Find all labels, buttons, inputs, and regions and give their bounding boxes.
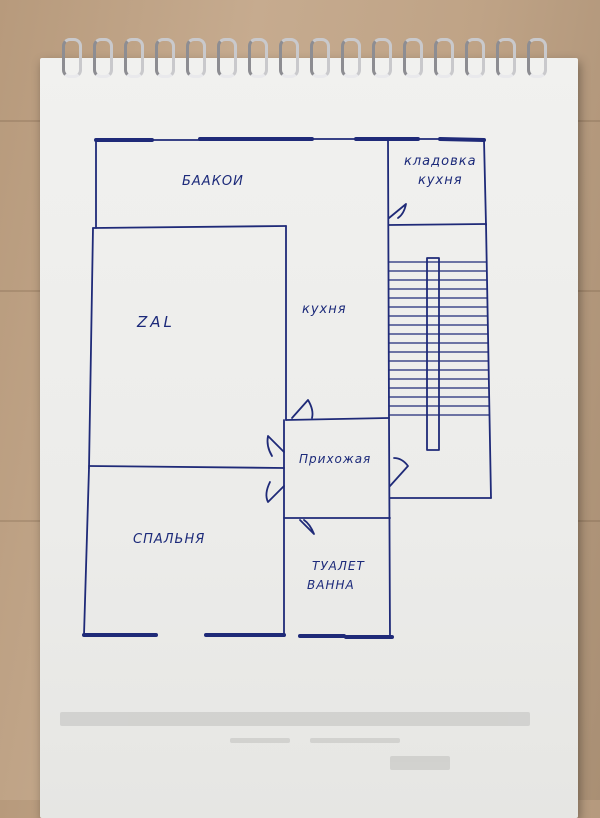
floor-plan-drawing xyxy=(82,137,492,639)
spiral-ring xyxy=(403,38,423,78)
spiral-ring xyxy=(62,38,82,78)
room-label-kitchen: кухня xyxy=(302,302,347,317)
spiral-ring xyxy=(496,38,516,78)
room-label-toilet-line1: ТУАЛЕТ xyxy=(312,559,365,573)
room-label-pantry-line2: кухня xyxy=(418,173,463,188)
spiral-ring xyxy=(217,38,237,78)
spiral-ring xyxy=(372,38,392,78)
spiral-ring xyxy=(93,38,113,78)
spiral-ring xyxy=(279,38,299,78)
room-label-balcony: БААКОИ xyxy=(182,174,244,189)
room-label-corridor: Прихожая xyxy=(299,452,372,466)
spiral-ring xyxy=(341,38,361,78)
spiral-ring xyxy=(465,38,485,78)
spiral-ring xyxy=(155,38,175,78)
room-label-hall: ZAL xyxy=(137,313,175,331)
spiral-ring xyxy=(124,38,144,78)
spiral-ring xyxy=(527,38,547,78)
door-swings xyxy=(265,203,409,535)
spiral-ring xyxy=(434,38,454,78)
bleed-through-print xyxy=(60,712,540,792)
outer-walls xyxy=(82,137,486,639)
spiral-ring xyxy=(248,38,268,78)
room-label-bedroom: СПАЛЬНЯ xyxy=(133,532,206,547)
staircase xyxy=(388,257,490,451)
spiral-ring xyxy=(186,38,206,78)
spiral-ring xyxy=(310,38,330,78)
room-label-pantry-line1: кладовка xyxy=(404,154,477,169)
interior-walls xyxy=(83,138,492,639)
notebook-page xyxy=(40,58,578,818)
room-label-toilet-line2: ВАННА xyxy=(307,578,355,592)
